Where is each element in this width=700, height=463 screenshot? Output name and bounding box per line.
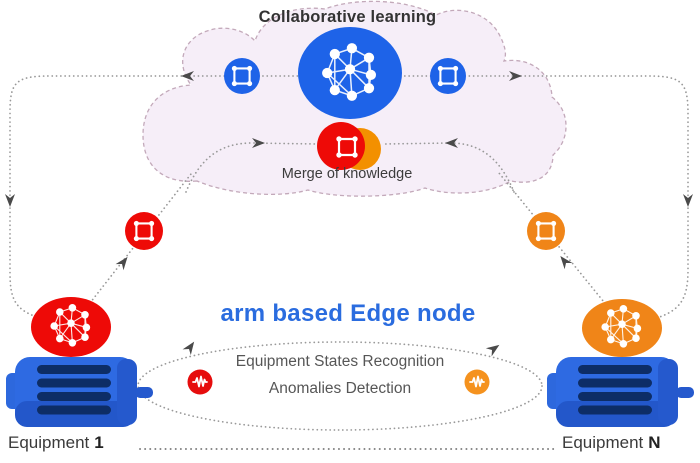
signal-node-left [187, 369, 213, 395]
global-model-node [298, 27, 402, 119]
signal-node-right [464, 369, 490, 395]
edge-model-right [527, 212, 565, 250]
connector-merge-left-arc [185, 142, 319, 193]
function-anomalies-detection: Anomalies Detection [268, 380, 412, 397]
connector-edge-ellipse [137, 341, 543, 431]
equipment-1-index: 1 [94, 433, 104, 452]
edge-node-title: arm based Edge node [220, 300, 476, 327]
edge-model-left [125, 212, 163, 250]
cloud-model-right [430, 58, 466, 94]
equipment-n-name: Equipment [562, 433, 644, 452]
electric-motor-icon [547, 357, 694, 427]
function-states-recognition: Equipment States Recognition [235, 353, 445, 370]
edge-node-functions: Equipment States Recognition Anomalies D… [190, 348, 490, 402]
cloud-model-left [224, 58, 260, 94]
connector-merge-right-arc [383, 142, 515, 193]
electric-motor-icon [6, 357, 153, 427]
equipment-n-index: N [648, 433, 661, 452]
merge-node [317, 122, 381, 170]
cloud-title: Collaborative learning [258, 8, 437, 26]
equipment-1-name: Equipment [8, 433, 90, 452]
equipment1-model-node [31, 297, 111, 357]
merge-label: Merge of knowledge [281, 166, 413, 182]
equipmentN-model-node [582, 299, 662, 357]
